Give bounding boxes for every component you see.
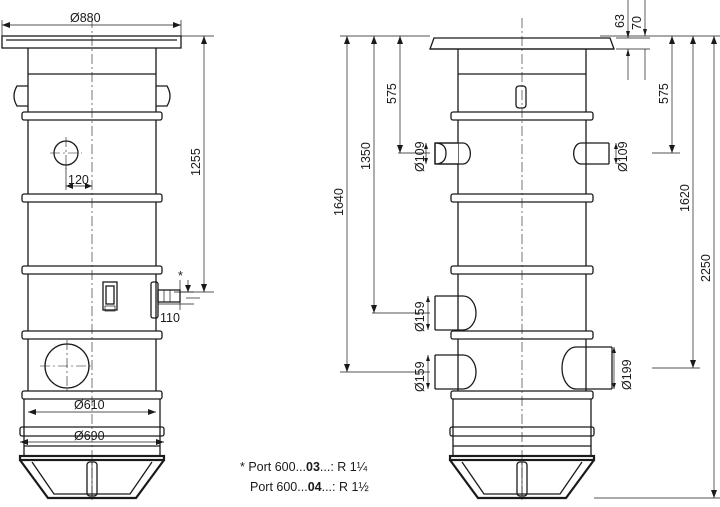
- dim-d159-upper: Ø159: [413, 301, 427, 332]
- note1-bold: 03: [306, 460, 320, 474]
- dim-d159-lower: Ø159: [413, 361, 427, 392]
- dim-63: 63: [613, 14, 627, 28]
- dim-1350: 1350: [359, 142, 373, 170]
- dim-d109-left: Ø109: [413, 141, 427, 172]
- left-view: [1, 18, 214, 500]
- dim-d199: Ø199: [620, 359, 634, 390]
- note1-prefix: * Port 600...: [240, 460, 307, 474]
- dim-1640: 1640: [332, 188, 346, 216]
- dim-d880: Ø880: [70, 11, 101, 25]
- note2-prefix: Port 600...: [250, 480, 308, 494]
- dim-2250: 2250: [699, 254, 713, 282]
- dim-575-left: 575: [385, 83, 399, 104]
- dim-70: 70: [630, 16, 644, 30]
- dim-575-right: 575: [657, 83, 671, 104]
- note1-suffix: ...: R 1¼: [319, 460, 368, 474]
- dim-1620: 1620: [678, 184, 692, 212]
- dim-d690: Ø690: [74, 429, 105, 443]
- dim-1255: 1255: [189, 148, 203, 176]
- dim-d109-right: Ø109: [616, 141, 630, 172]
- footnote-port-03: * Port 600...03...: R 1¼: [240, 460, 367, 474]
- note2-suffix: ...: R 1½: [321, 480, 369, 494]
- dim-star: *: [178, 269, 183, 283]
- note2-bold: 04: [307, 480, 322, 494]
- footnote-port-04: Port 600...04...: R 1½: [250, 480, 369, 494]
- dim-d610: Ø610: [74, 398, 105, 412]
- right-view: [340, 0, 720, 500]
- dim-110: 110: [160, 311, 180, 325]
- dim-120: 120: [68, 173, 89, 187]
